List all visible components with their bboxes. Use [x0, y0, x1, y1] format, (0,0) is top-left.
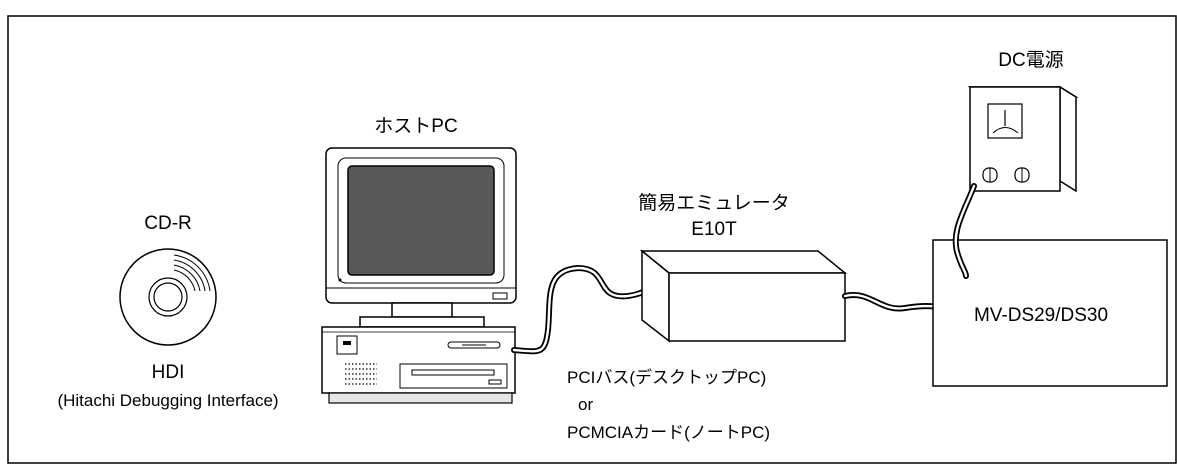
host-pc-title: ホストPC [374, 116, 457, 137]
cdr-disc-icon [119, 248, 217, 346]
connection-pci: PCIバス(デスクトップPC) [567, 367, 766, 387]
dc-power-title: DC電源 [998, 49, 1063, 71]
diagram-frame [7, 15, 1177, 464]
hdi-label: HDI [152, 362, 185, 383]
hdi-full-name: (Hitachi Debugging Interface) [57, 391, 278, 410]
connection-pcmcia: PCMCIAカード(ノートPC) [567, 423, 770, 442]
emulator-box-icon [639, 249, 848, 343]
host-pc-tower-icon [321, 326, 516, 404]
cdr-title: CD-R [144, 213, 192, 234]
emulator-model: E10T [691, 219, 737, 240]
pc-emulator-cable [511, 264, 658, 355]
target-board [932, 239, 1168, 387]
connection-or: or [578, 395, 593, 414]
dc-power-supply-icon [967, 85, 1079, 193]
target-board-label: MV-DS29/DS30 [974, 305, 1108, 326]
host-pc-monitor-icon [325, 147, 517, 328]
emulator-name: 簡易エミュレータ [638, 192, 790, 214]
